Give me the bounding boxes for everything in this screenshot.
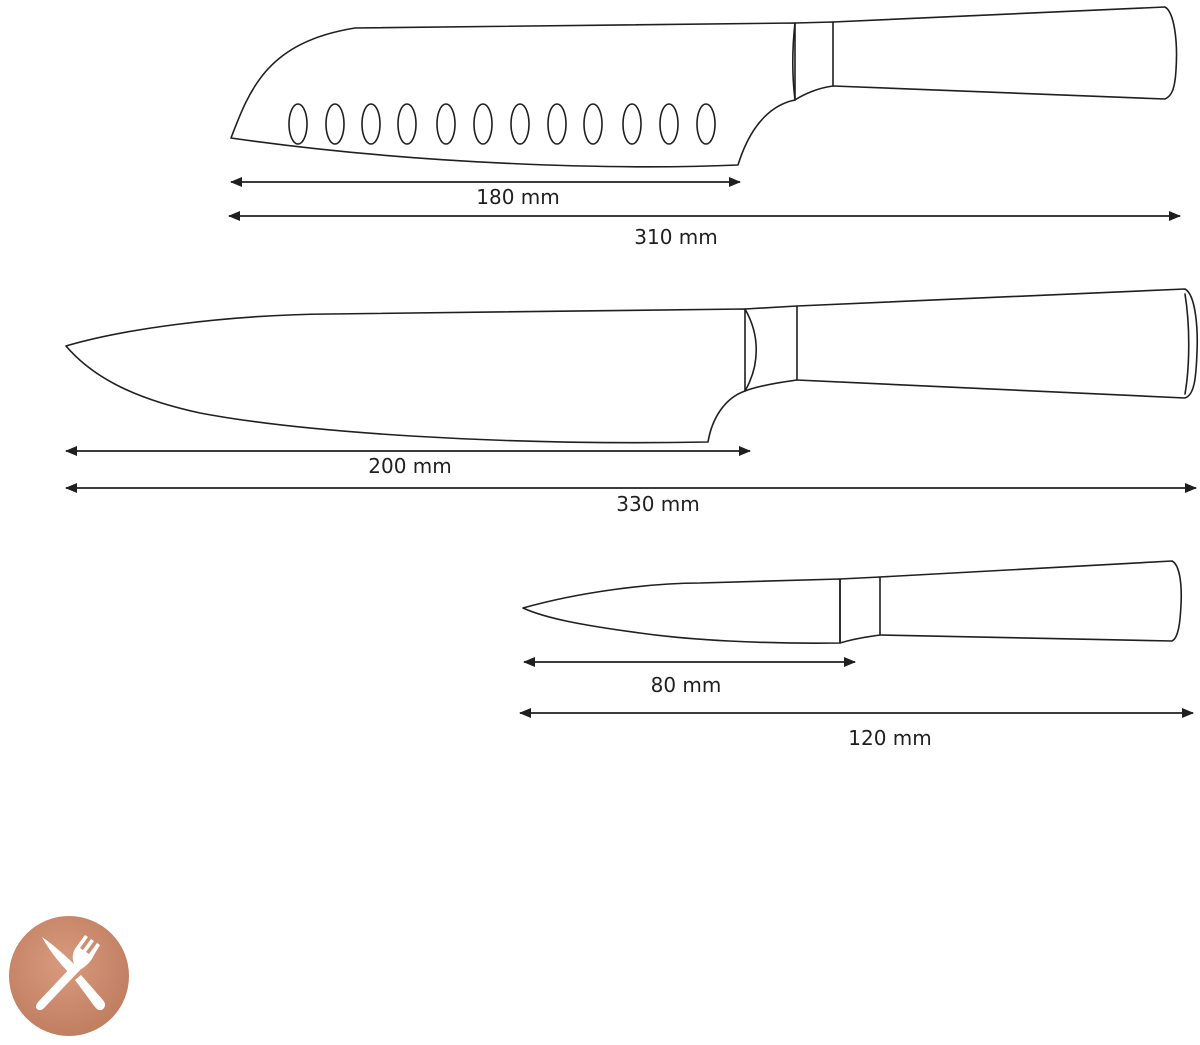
santoku-handle xyxy=(832,6,1178,100)
blade-dimple xyxy=(510,103,530,145)
santoku-bolster xyxy=(791,21,834,101)
blade-dimple xyxy=(361,103,381,145)
blade-dimple xyxy=(473,103,493,145)
blade-dimple xyxy=(696,103,716,145)
chef-handle xyxy=(796,288,1199,399)
blade-dimple xyxy=(659,103,679,145)
paring-total-length-label: 120 mm xyxy=(848,726,932,750)
chef-bolster xyxy=(744,305,798,392)
blade-dimple xyxy=(583,103,603,145)
chef-handle-end-line xyxy=(1184,293,1190,395)
paring-handle xyxy=(879,560,1183,642)
paring-blade-dimension: 80 mm xyxy=(523,657,856,697)
santoku-blade-dimples xyxy=(288,103,716,145)
paring-blade-length-label: 80 mm xyxy=(651,673,722,697)
blade-dimple xyxy=(547,103,567,145)
santoku-blade-outline xyxy=(230,22,796,168)
chef-total-length-label: 330 mm xyxy=(616,492,700,516)
chef-knife xyxy=(65,288,1199,444)
chef-total-dimension: 330 mm xyxy=(65,483,1197,516)
santoku-knife xyxy=(230,6,1178,168)
paring-total-dimension: 120 mm xyxy=(519,708,1194,750)
santoku-blade-length-label: 180 mm xyxy=(476,185,560,209)
blade-dimple xyxy=(397,103,417,145)
blade-dimple xyxy=(622,103,642,145)
santoku-total-dimension: 310 mm xyxy=(228,211,1181,249)
chef-blade-dimension: 200 mm xyxy=(65,446,751,478)
santoku-total-length-label: 310 mm xyxy=(634,225,718,249)
paring-blade-outline xyxy=(522,578,841,644)
fork-icon xyxy=(35,935,100,1011)
paring-knife xyxy=(522,560,1183,644)
paring-bolster xyxy=(839,576,881,644)
blade-dimple xyxy=(288,103,308,145)
crossed-knife-fork-icon xyxy=(9,916,129,1036)
chef-blade-outline xyxy=(65,308,746,444)
blade-dimple xyxy=(325,103,345,145)
chef-blade-length-label: 200 mm xyxy=(368,454,452,478)
santoku-blade-dimension: 180 mm xyxy=(230,177,741,209)
blade-dimple xyxy=(436,103,456,145)
